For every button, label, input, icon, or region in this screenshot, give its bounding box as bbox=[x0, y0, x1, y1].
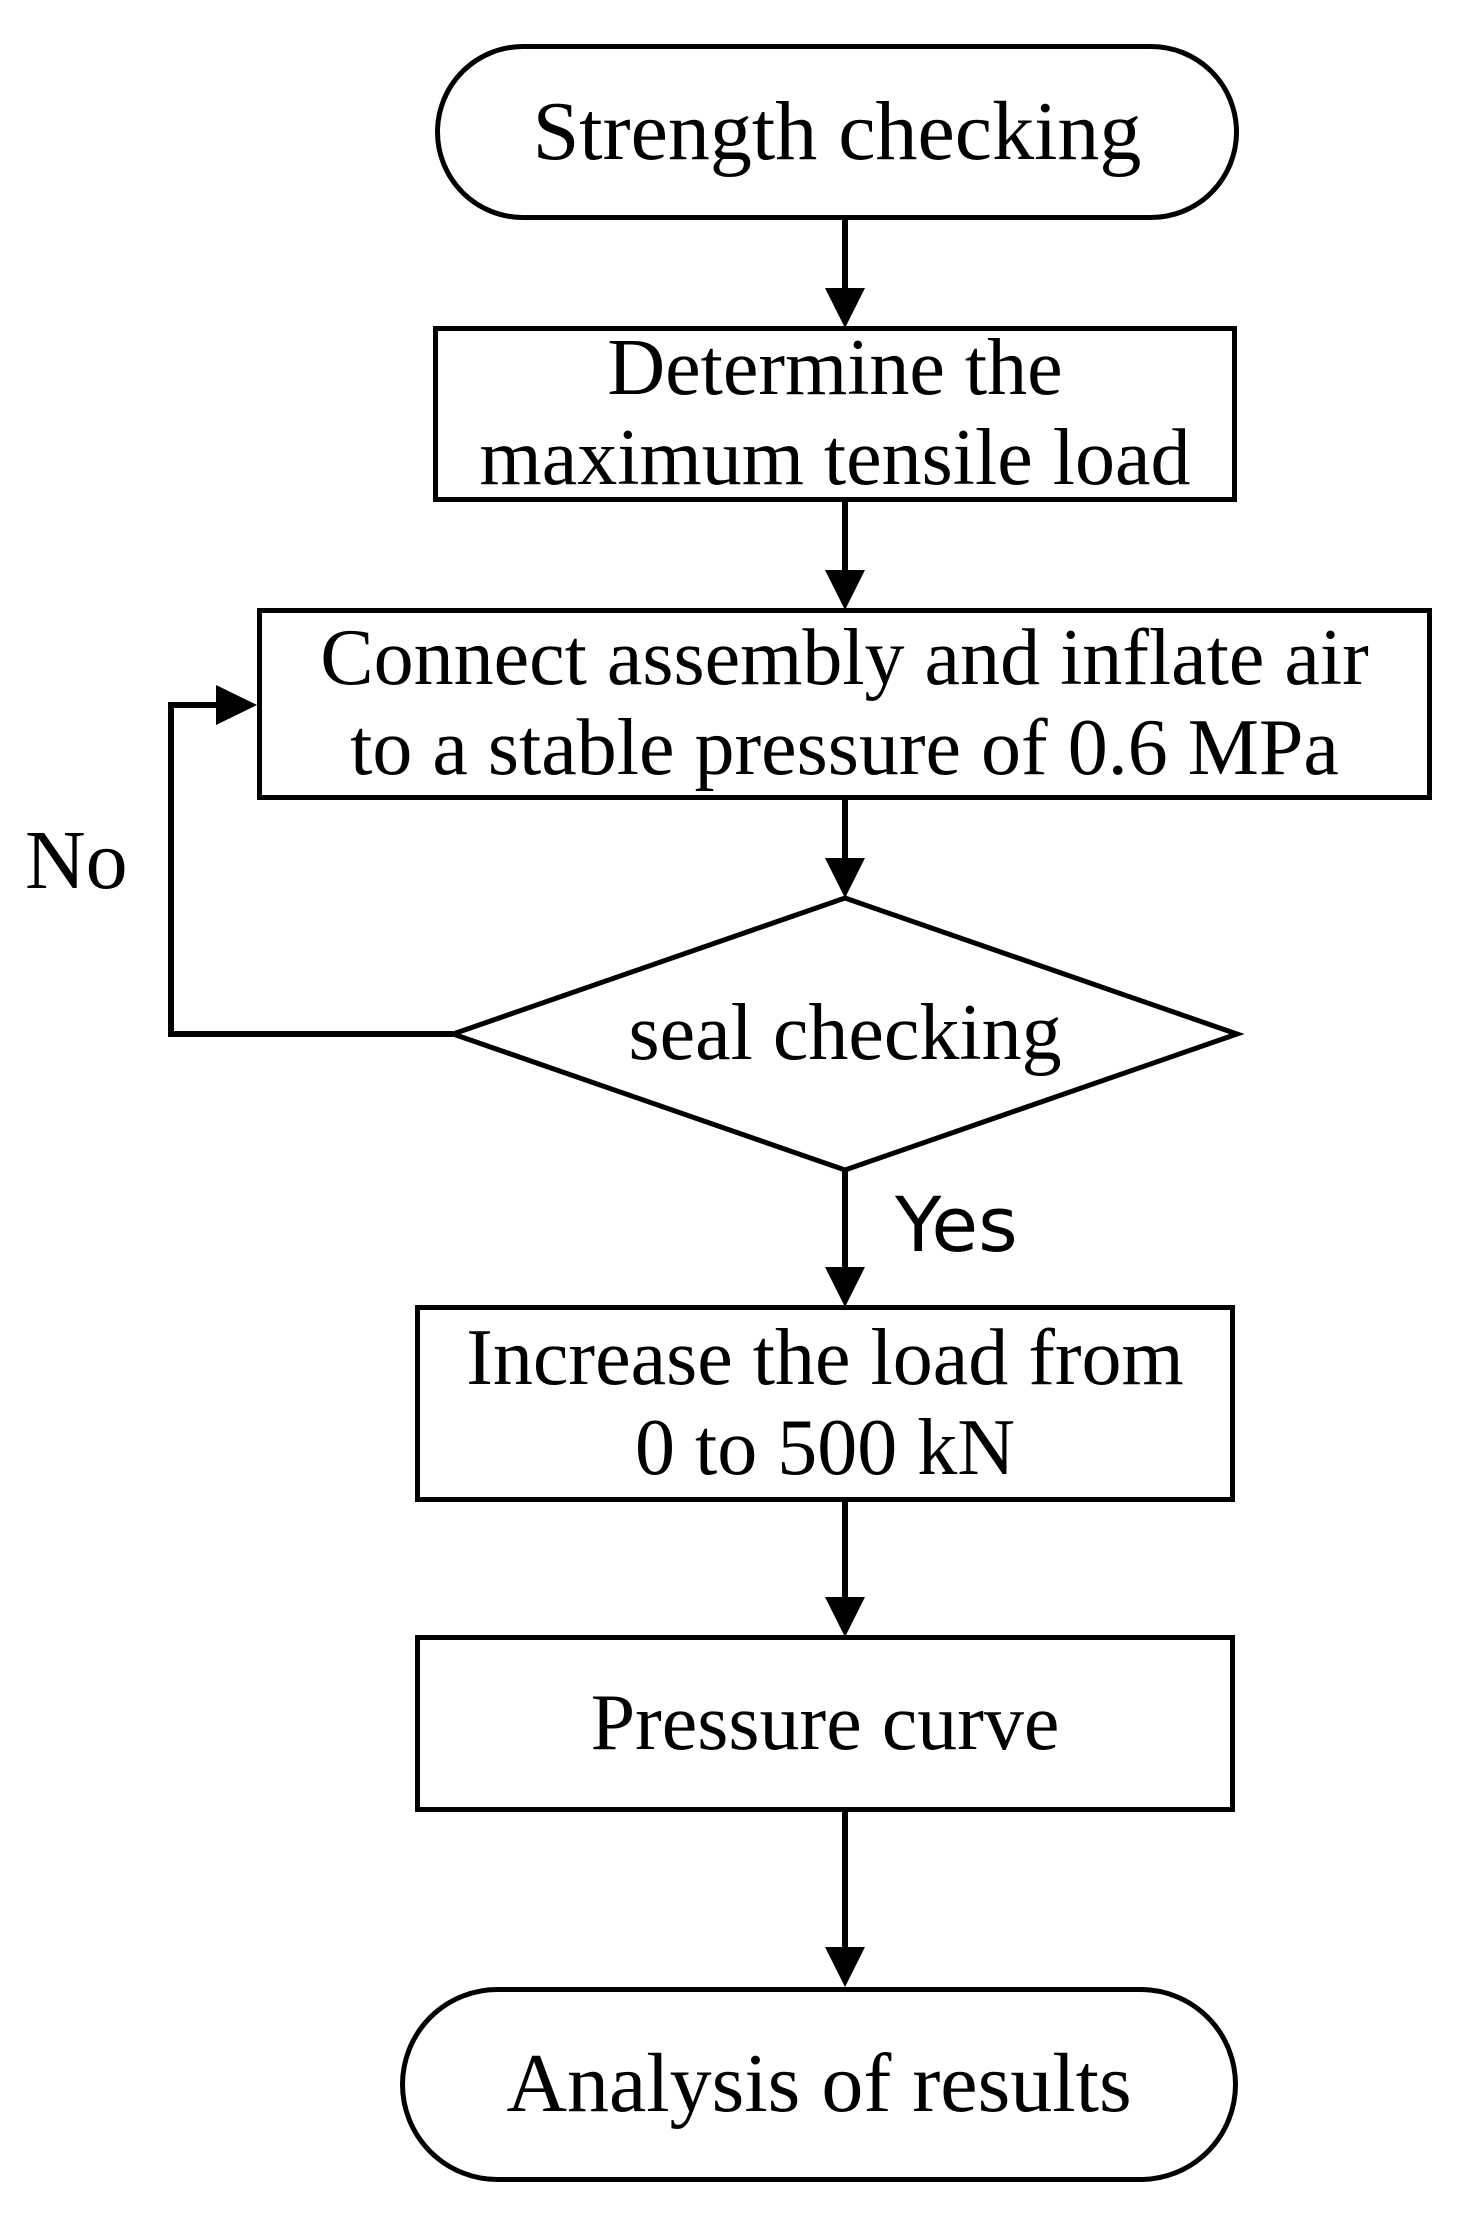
arrow-connect-to-decision bbox=[825, 800, 865, 898]
start-terminator: Strength checking bbox=[435, 44, 1239, 220]
arrowhead-right-icon bbox=[216, 685, 257, 725]
seal-checking-label: seal checking bbox=[628, 989, 1062, 1078]
arrow-start-to-determine bbox=[825, 220, 865, 328]
analysis-label: Analysis of results bbox=[506, 2037, 1132, 2131]
no-edge-label: No bbox=[25, 814, 128, 907]
connect-assembly-box: Connect assembly and inflate air to a st… bbox=[257, 608, 1432, 800]
increase-load-line1: Increase the load from bbox=[466, 1313, 1184, 1402]
arrow-determine-to-connect bbox=[825, 501, 865, 610]
determine-load-line1: Determine the bbox=[607, 324, 1063, 413]
analysis-terminator: Analysis of results bbox=[400, 1987, 1238, 2182]
arrowhead-down-icon bbox=[825, 1947, 865, 1987]
determine-load-box: Determine the maximum tensile load bbox=[433, 324, 1237, 502]
pressure-curve-box: Pressure curve bbox=[415, 1635, 1235, 1812]
start-label: Strength checking bbox=[532, 84, 1142, 178]
connect-assembly-line1: Connect assembly and inflate air bbox=[320, 614, 1369, 703]
seal-checking-decision: seal checking bbox=[453, 898, 1237, 1170]
increase-load-line2: 0 to 500 kN bbox=[635, 1403, 1015, 1492]
arrowhead-down-icon bbox=[825, 1597, 865, 1637]
arrow-decision-to-increase bbox=[825, 1170, 865, 1307]
arrowhead-down-icon bbox=[825, 858, 865, 898]
determine-load-line2: maximum tensile load bbox=[479, 414, 1191, 502]
pressure-curve-label: Pressure curve bbox=[590, 1678, 1060, 1767]
arrowhead-down-icon bbox=[825, 570, 865, 610]
connect-assembly-line2: to a stable pressure of 0.6 MPa bbox=[350, 704, 1339, 792]
yes-edge-label: Yes bbox=[895, 1180, 1018, 1269]
arrow-increase-to-pressure bbox=[825, 1502, 865, 1637]
arrow-decision-no-loop bbox=[168, 685, 453, 1037]
increase-load-box: Increase the load from 0 to 500 kN bbox=[415, 1305, 1235, 1502]
arrowhead-down-icon bbox=[825, 288, 865, 328]
arrow-pressure-to-analysis bbox=[825, 1812, 865, 1987]
arrowhead-down-icon bbox=[825, 1267, 865, 1307]
